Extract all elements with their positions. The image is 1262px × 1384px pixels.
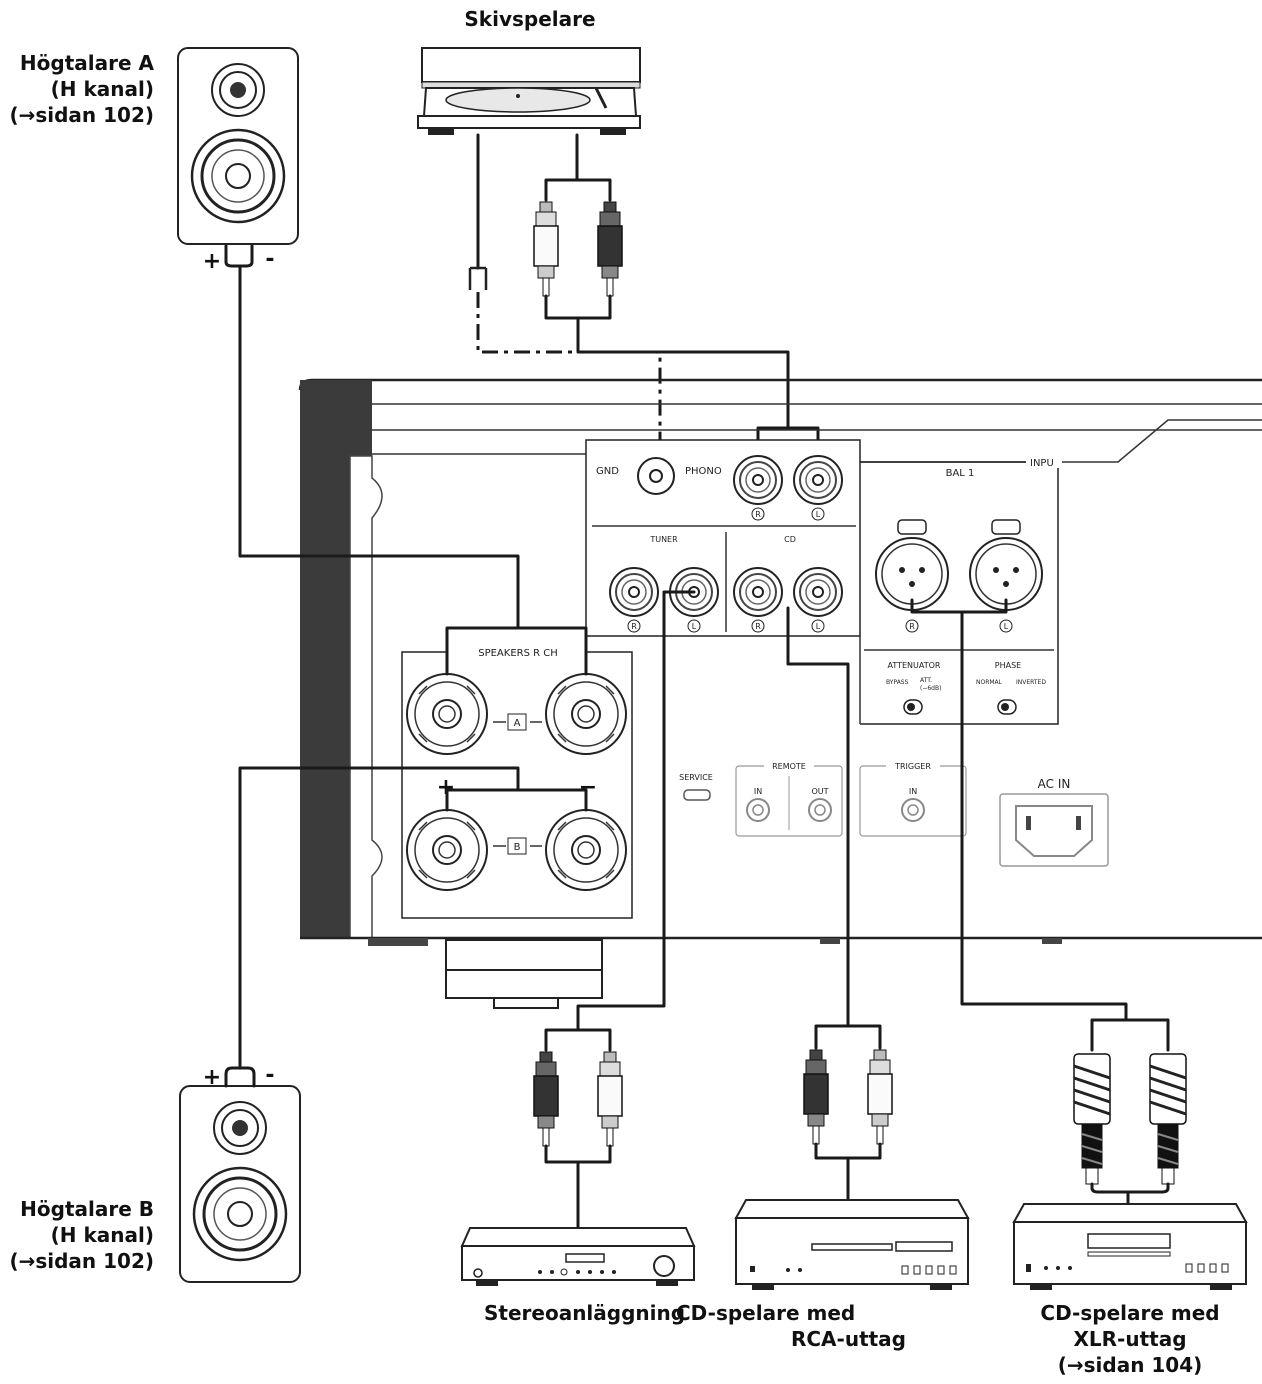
input-label: INPU [1030,458,1054,469]
speaker-a-channel: (H kanal) [50,77,154,101]
trigger-in-label: IN [909,787,917,796]
phono-r-mark: R [755,510,761,519]
cd-rca-type: RCA-uttag [790,1327,906,1351]
cd-xlr-type: XLR-uttag [1073,1327,1187,1351]
speaker-b [178,1084,302,1284]
remote-in-label: IN [754,787,762,796]
att-label: ATT. [920,677,932,684]
speaker-b-plus-mark: + [203,1065,221,1090]
turntable [417,47,641,135]
service-label: SERVICE [679,773,713,782]
speaker-b-channel: (H kanal) [50,1223,154,1247]
stereo-rca-plug-r [533,1051,559,1147]
normal-label: NORMAL [976,679,1003,686]
input-panel: GND PHONO R L TUNER CD R L R L BAL 1 INP… [585,439,1062,725]
gnd-label: GND [596,466,619,477]
speaker-b-title: Högtalare B [20,1197,154,1221]
bal1-l-xlr-jack[interactable] [969,519,1043,611]
cd-rca-title: CD-spelare med [676,1301,856,1325]
b-label: B [514,842,521,853]
stereo-rca-plug-l [597,1051,623,1147]
acin-label: AC IN [1038,777,1071,791]
bal1-r-mark: R [909,622,915,631]
phono-l-mark: L [816,510,821,519]
stereo-label: Stereoanläggning [484,1301,686,1325]
xlr-plug-l [1148,1052,1188,1186]
speaker-a-title: Högtalare A [19,51,154,75]
service-port[interactable] [683,789,711,801]
cd-xlr-title: CD-spelare med [1040,1301,1220,1325]
a-label: A [514,718,521,729]
cdrca-rca-plug-l [867,1049,893,1145]
speaker-b-minus-mark: - [265,1063,274,1088]
cd-xlr-label: CD-spelare med XLR-uttag (→sidan 104) [1016,1300,1244,1378]
att-db-label: (−6dB) [920,685,941,692]
tuner-r-jack[interactable] [609,567,659,617]
cd-l-mark: L [816,622,821,631]
cd-r-jack[interactable] [733,567,783,617]
remote-label: REMOTE [772,762,806,771]
aux-connectors: SERVICE REMOTE IN OUT TRIGGER IN AC IN [679,760,1109,867]
speaker-b-plus-terminal[interactable] [406,809,488,891]
stereo-device [460,1227,696,1286]
attenuator-label: ATTENUATOR [888,661,941,670]
speaker-a-label: Högtalare A (H kanal) (→sidan 102) [0,50,154,128]
cd-xlr-device [1012,1203,1248,1290]
turntable-label: Skivspelare [464,7,596,31]
speaker-a-plus-terminal[interactable] [406,673,488,755]
xlr-plug-r [1072,1052,1112,1186]
tuner-label: TUNER [649,535,678,544]
cd-rca-label: CD-spelare med RCA-uttag [676,1300,906,1352]
cd-xlr-page-ref: (→sidan 104) [1057,1353,1203,1377]
bal1-l-mark: L [1004,622,1009,631]
phono-r-jack[interactable] [733,455,783,505]
speaker-a-plus-mark: + [203,249,221,274]
bal1-r-xlr-jack[interactable] [875,519,949,611]
minus-label: − [579,775,597,800]
cd-r-mark: R [755,622,761,631]
speaker-a-minus-mark: - [265,247,274,272]
trigger-label: TRIGGER [894,762,931,771]
phono-label: PHONO [685,466,722,477]
speakers-rch-label: SPEAKERS R CH [478,648,558,659]
speaker-b-label: Högtalare B (H kanal) (→sidan 102) [0,1196,154,1274]
amplifier-rear-panel [298,378,1262,1009]
speaker-b-page-ref: (→sidan 102) [9,1249,154,1273]
cdrca-rca-plug-r [803,1049,829,1145]
cd-label: CD [784,535,796,544]
tuner-l-mark: L [692,622,697,631]
phase-label: PHASE [995,661,1021,670]
remote-out-label: OUT [811,787,828,796]
speaker-a-minus-terminal[interactable] [545,673,627,755]
speaker-a-page-ref: (→sidan 102) [9,103,154,127]
phono-l-jack[interactable] [793,455,843,505]
speaker-a [176,46,300,246]
tuner-r-mark: R [631,622,637,631]
bypass-label: BYPASS [886,679,909,686]
plus-label: + [437,775,455,800]
bal1-label: BAL 1 [946,468,975,479]
turntable-rca-plug-r [533,201,559,297]
speaker-b-minus-terminal[interactable] [545,809,627,891]
turntable-rca-plug-l [597,201,623,297]
cd-rca-device [734,1199,970,1290]
inverted-label: INVERTED [1016,679,1046,686]
cd-l-jack[interactable] [793,567,843,617]
